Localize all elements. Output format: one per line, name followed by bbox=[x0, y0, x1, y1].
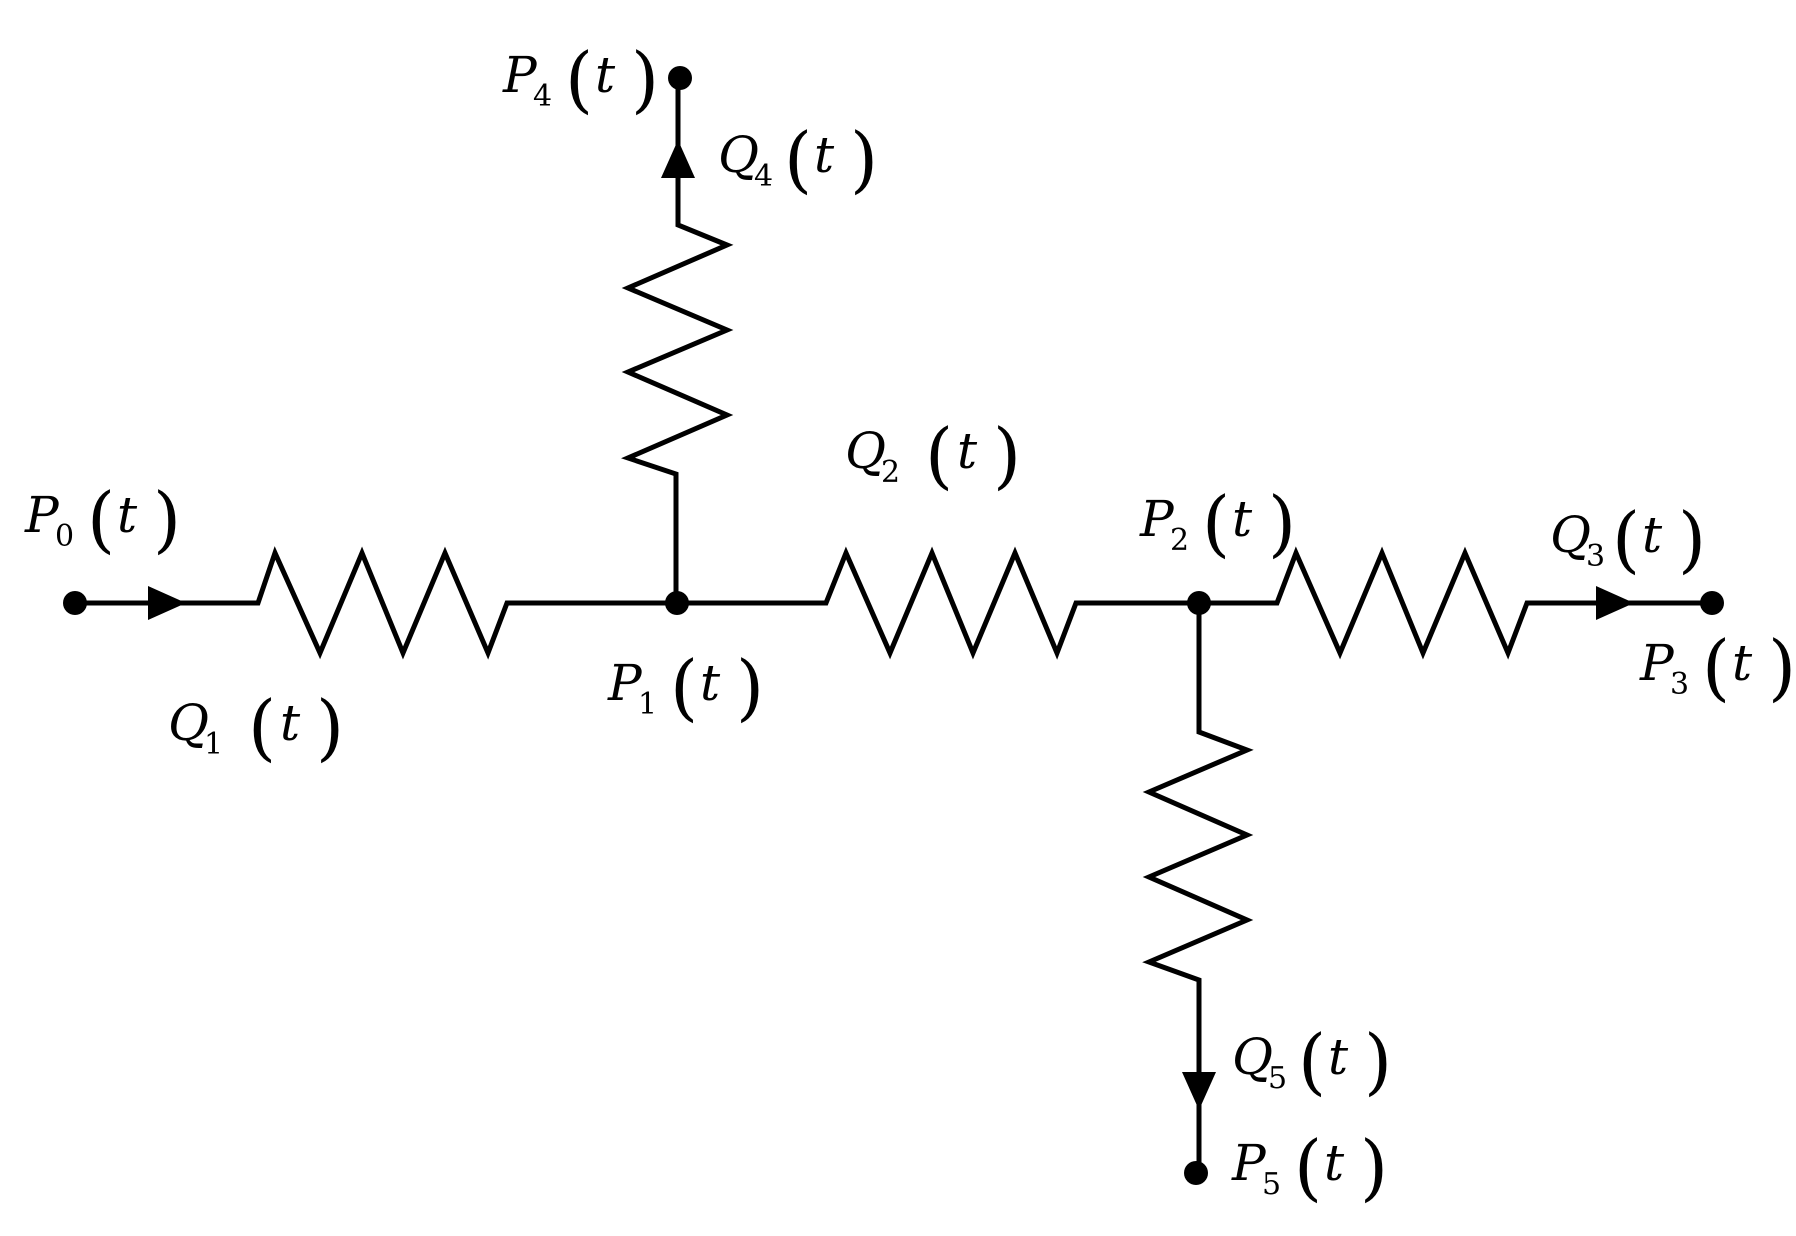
svg-text:): ) bbox=[1768, 625, 1796, 709]
svg-text:t: t bbox=[957, 422, 978, 480]
svg-text:t: t bbox=[814, 126, 835, 184]
wire-p2-to-p3-resistor bbox=[1199, 546, 1712, 660]
svg-text:(: ( bbox=[565, 37, 593, 121]
label-p2: P 2 ( t ) bbox=[1139, 481, 1296, 565]
svg-text:t: t bbox=[1328, 1028, 1349, 1086]
label-q4: Q 4 ( t ) bbox=[718, 117, 878, 201]
wire-p1-to-p4-resistor bbox=[621, 80, 734, 603]
label-q2: Q 2 ( t ) bbox=[845, 413, 1021, 497]
svg-text:): ) bbox=[153, 477, 181, 561]
svg-text:(: ( bbox=[1202, 481, 1230, 565]
svg-text:): ) bbox=[993, 413, 1021, 497]
wire-p0-to-p1-resistor bbox=[75, 546, 677, 660]
node-p3-dot bbox=[1700, 591, 1724, 615]
q1-flow-arrow bbox=[148, 586, 186, 620]
q4-flow-arrow bbox=[661, 140, 695, 178]
svg-text:3: 3 bbox=[1586, 539, 1605, 574]
svg-text:(: ( bbox=[1294, 1125, 1322, 1209]
svg-text:(: ( bbox=[784, 117, 812, 201]
svg-text:Q: Q bbox=[1232, 1028, 1273, 1086]
svg-text:P: P bbox=[1231, 1134, 1267, 1192]
label-p4: P 4 ( t ) bbox=[502, 37, 659, 121]
node-p1-dot bbox=[665, 591, 689, 615]
svg-text:4: 4 bbox=[754, 159, 773, 194]
svg-text:t: t bbox=[117, 486, 138, 544]
node-p4-dot bbox=[668, 66, 692, 90]
svg-text:5: 5 bbox=[1262, 1167, 1281, 1202]
svg-text:t: t bbox=[280, 694, 301, 752]
svg-text:): ) bbox=[736, 645, 764, 729]
svg-text:P: P bbox=[607, 654, 643, 712]
svg-text:): ) bbox=[1360, 1125, 1388, 1209]
svg-text:2: 2 bbox=[1170, 523, 1189, 558]
svg-text:1: 1 bbox=[638, 687, 657, 722]
svg-text:t: t bbox=[1232, 490, 1253, 548]
svg-text:t: t bbox=[1732, 634, 1753, 692]
svg-text:(: ( bbox=[1612, 497, 1640, 581]
svg-text:t: t bbox=[700, 654, 721, 712]
svg-text:): ) bbox=[850, 117, 878, 201]
svg-text:(: ( bbox=[925, 413, 953, 497]
svg-text:): ) bbox=[1678, 497, 1706, 581]
svg-text:5: 5 bbox=[1268, 1061, 1287, 1096]
svg-text:t: t bbox=[1324, 1134, 1345, 1192]
node-p0-dot bbox=[63, 591, 87, 615]
svg-text:(: ( bbox=[248, 685, 276, 769]
label-q5: Q 5 ( t ) bbox=[1232, 1019, 1392, 1103]
label-q3: Q 3 ( t ) bbox=[1550, 497, 1706, 581]
label-p0: P 0 ( t ) bbox=[24, 477, 181, 561]
svg-text:): ) bbox=[1268, 481, 1296, 565]
svg-text:Q: Q bbox=[718, 126, 759, 184]
q5-flow-arrow bbox=[1182, 1072, 1216, 1110]
node-p2-dot bbox=[1187, 591, 1211, 615]
label-p3: P 3 ( t ) bbox=[1639, 625, 1796, 709]
svg-text:3: 3 bbox=[1670, 667, 1689, 702]
wire-p2-to-p5-resistor bbox=[1142, 603, 1254, 1173]
label-p1: P 1 ( t ) bbox=[607, 645, 764, 729]
q3-flow-arrow bbox=[1596, 586, 1634, 620]
label-p5: P 5 ( t ) bbox=[1231, 1125, 1388, 1209]
svg-text:): ) bbox=[631, 37, 659, 121]
svg-text:P: P bbox=[1639, 634, 1675, 692]
wire-p1-to-p2-resistor bbox=[677, 546, 1199, 660]
svg-text:(: ( bbox=[87, 477, 115, 561]
svg-text:0: 0 bbox=[55, 519, 74, 554]
svg-text:4: 4 bbox=[533, 79, 552, 114]
svg-text:(: ( bbox=[1298, 1019, 1326, 1103]
svg-text:(: ( bbox=[670, 645, 698, 729]
svg-text:(: ( bbox=[1702, 625, 1730, 709]
svg-text:Q: Q bbox=[168, 694, 209, 752]
svg-text:Q: Q bbox=[1550, 506, 1591, 564]
svg-text:): ) bbox=[1364, 1019, 1392, 1103]
svg-text:t: t bbox=[595, 46, 616, 104]
label-q1: Q 1 ( t ) bbox=[168, 685, 344, 769]
svg-text:1: 1 bbox=[204, 727, 223, 762]
node-p5-dot bbox=[1184, 1161, 1208, 1185]
svg-text:P: P bbox=[24, 486, 60, 544]
svg-text:): ) bbox=[316, 685, 344, 769]
svg-text:P: P bbox=[502, 46, 538, 104]
svg-text:2: 2 bbox=[881, 455, 900, 490]
svg-text:Q: Q bbox=[845, 422, 886, 480]
svg-text:t: t bbox=[1642, 506, 1663, 564]
svg-text:P: P bbox=[1139, 490, 1175, 548]
